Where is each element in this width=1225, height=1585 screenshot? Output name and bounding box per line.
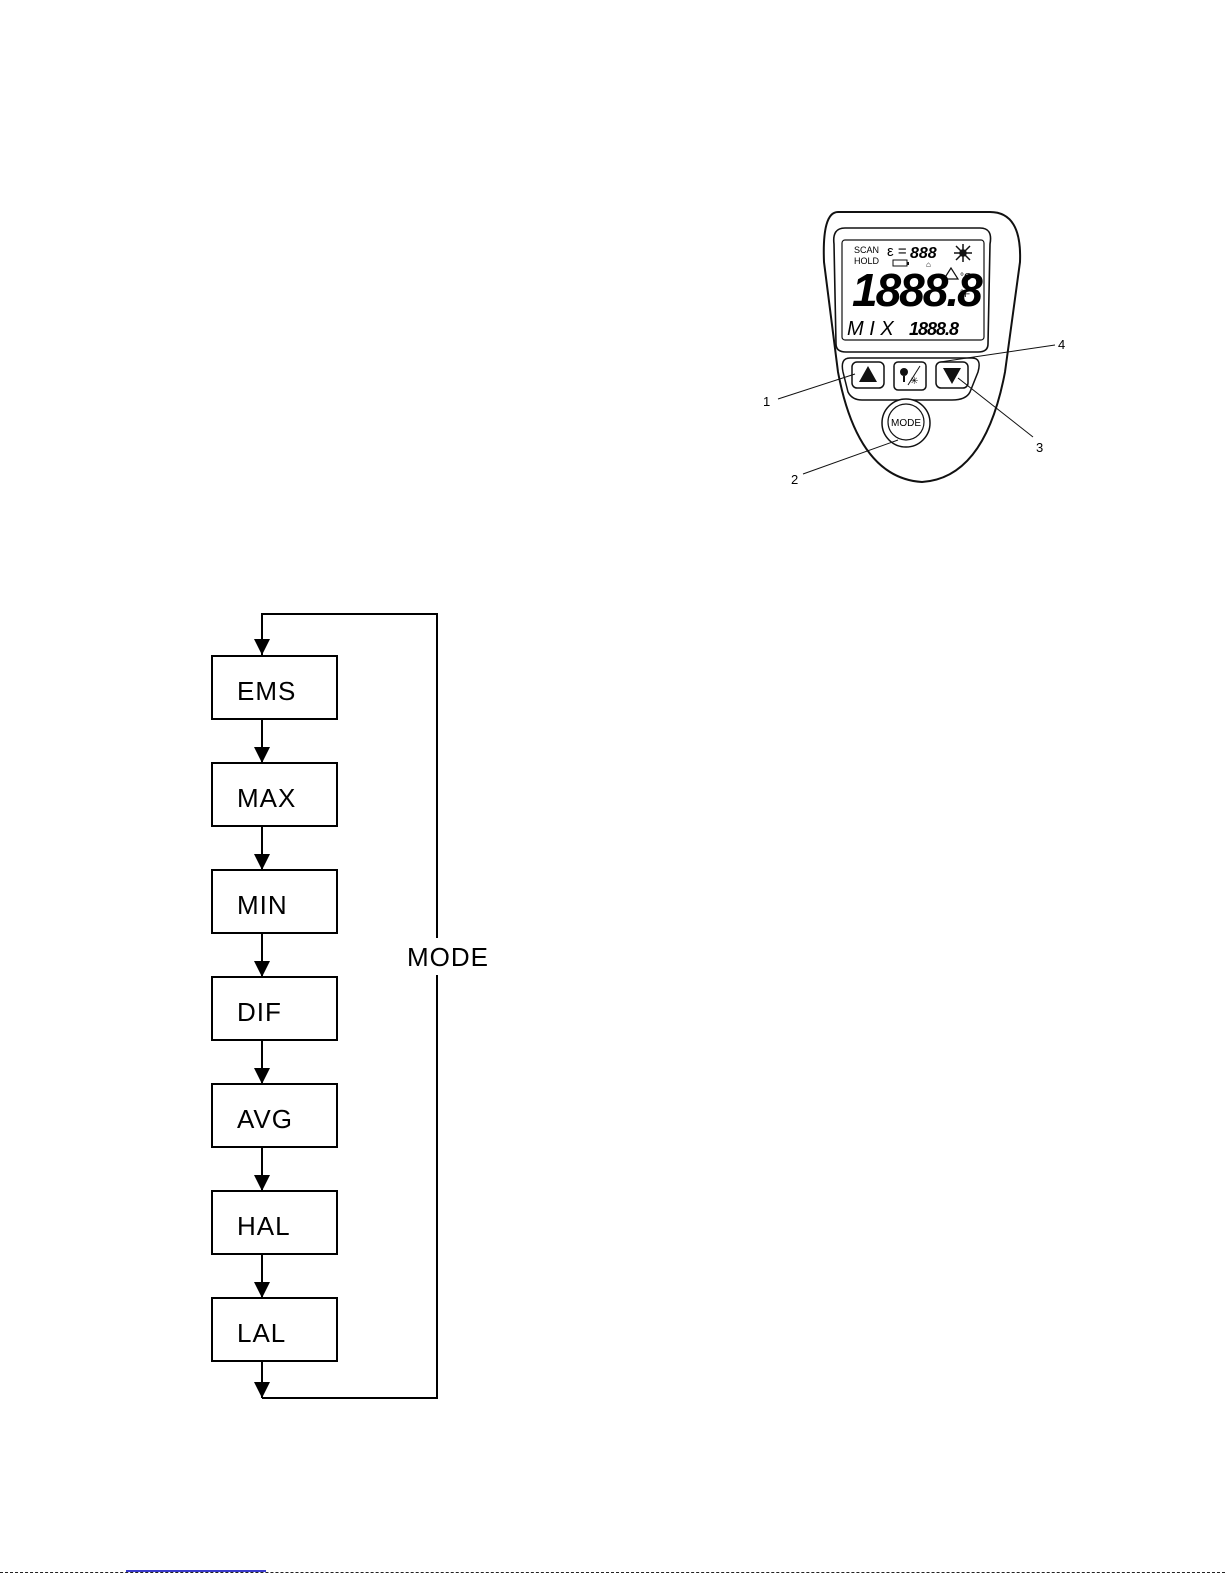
footer-link-underline: [126, 1570, 266, 1572]
flow-step-max: MAX: [212, 763, 337, 826]
flow-step-label: AVG: [237, 1104, 293, 1134]
thermometer-device-illustration: SCAN HOLD ε = 888 ⌂ 1888.8 °C °F M I X 1…: [0, 0, 1225, 560]
flow-step-label: LAL: [237, 1318, 286, 1348]
callout-2: 2: [791, 472, 798, 487]
lcd-unit-f: °F: [960, 289, 970, 300]
mode-button[interactable]: MODE: [882, 399, 930, 447]
mode-flowchart: EMS MAX MIN DIF AVG HAL LAL MODE: [0, 560, 1225, 1460]
flow-step-min: MIN: [212, 870, 337, 933]
flow-step-label: MIN: [237, 890, 288, 920]
down-button[interactable]: [936, 362, 968, 388]
lcd-mode-text: M I X: [847, 318, 894, 340]
lcd-scan: SCAN: [854, 245, 879, 255]
flow-step-ems: EMS: [212, 656, 337, 719]
flow-step-label: HAL: [237, 1211, 291, 1241]
lcd-unit-c: °C: [960, 272, 971, 283]
laser-icon: ✳: [910, 376, 918, 387]
flow-step-avg: AVG: [212, 1084, 337, 1147]
bulb-icon: [900, 368, 908, 376]
backlight-laser-button[interactable]: ✳: [894, 362, 926, 390]
flow-step-lal: LAL: [212, 1298, 337, 1361]
loop-mode-label: MODE: [407, 942, 489, 972]
lcd-sub-reading: 1888.8: [909, 319, 959, 339]
flow-step-label: DIF: [237, 997, 282, 1027]
flow-step-label: MAX: [237, 783, 296, 813]
lcd-epsilon: ε =: [887, 243, 907, 260]
lcd-emissivity: 888: [910, 245, 937, 262]
callout-4: 4: [1058, 337, 1065, 352]
flow-step-label: EMS: [237, 676, 296, 706]
footer-rule: [0, 1572, 1225, 1573]
flow-step-hal: HAL: [212, 1191, 337, 1254]
up-button[interactable]: [852, 362, 884, 388]
laser-star-icon: [954, 244, 972, 262]
callout-1: 1: [763, 394, 770, 409]
callout-3: 3: [1036, 440, 1043, 455]
mode-button-label: MODE: [891, 418, 921, 429]
flow-step-dif: DIF: [212, 977, 337, 1040]
